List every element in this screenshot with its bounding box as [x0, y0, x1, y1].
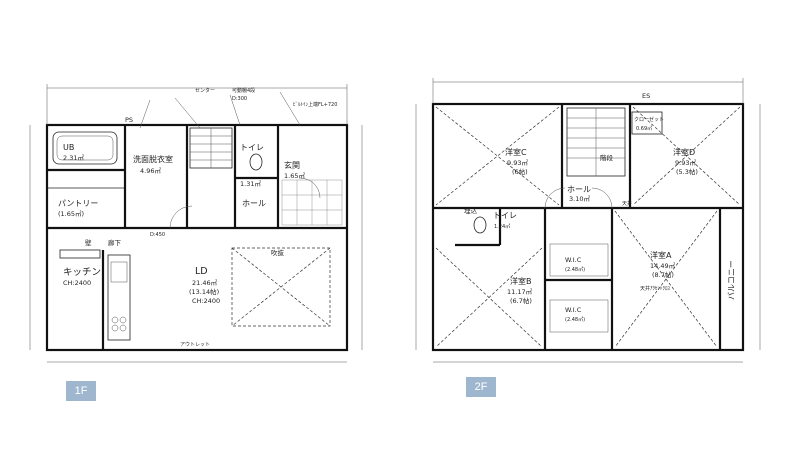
2f-room-d-jo: (5.3帖) [676, 167, 698, 176]
1f-room-ld-area: 21.46㎡ [192, 278, 218, 287]
2f-closet-label: クローゼット [634, 116, 664, 123]
2f-outer-wall [431, 102, 745, 352]
2f-room-a-label: 洋室A [650, 250, 672, 260]
2f-room-hall-label: ホール [567, 185, 591, 194]
2f-note-ceiling: 天井ｱｸｾﾝﾄｸﾛｽ [640, 285, 671, 292]
1f-room-toilet-label: トイレ [240, 143, 264, 152]
1f-note-d300: D:300 [232, 96, 247, 102]
2f-closet-box [631, 111, 663, 135]
1f-room-genkan-label: 玄関 [284, 160, 300, 170]
1f-room-ld-jo: (13.14帖) [189, 287, 219, 296]
floor-1f-badge: 1F [66, 381, 96, 401]
2f-room-d-area: 9.93㎡ [675, 158, 696, 167]
1f-outer-wall [45, 123, 349, 352]
1f-note-outlet: アウトレット [180, 341, 210, 348]
2f-uchi-label: 埋込 [464, 206, 478, 215]
stair-2f-icon [566, 107, 626, 177]
2f-room-a-jo: (8.7帖) [652, 270, 674, 279]
1f-room-kitchen-label: キッチン [63, 267, 101, 278]
1f-note-ps: PS [125, 116, 133, 124]
door-arc-1f [169, 205, 193, 229]
floor-2f-plan: 洋室C 9.93㎡ (6帖) 洋室D 9.93㎡ (5.3帖) ホール 3.10… [415, 78, 761, 363]
void-fukinuke-1f [231, 247, 331, 327]
2f-room-d-label: 洋室D [673, 147, 695, 157]
kitchen-counter [107, 254, 131, 341]
2f-room-b-area: 11.17㎡ [507, 287, 533, 296]
1f-note-builtin: ﾋﾞﾙﾄｲﾝ上端FL+720 [293, 101, 337, 108]
2f-balcony-label: バルコニー [727, 260, 736, 300]
floor-2f-badge: 2F [466, 377, 496, 397]
toilet-1f-icon [249, 153, 263, 171]
2f-room-toilet-label: トイレ [493, 211, 517, 220]
1f-corridor-label: 廊下 [108, 238, 122, 247]
1f-room-toilet-area: 1.31㎡ [240, 179, 261, 188]
2f-room-toilet-area: 1.24㎡ [494, 223, 510, 230]
1f-note-shelf: 可動棚4段 [232, 87, 255, 94]
2f-stair-label: 階段 [600, 153, 614, 162]
genkan-tile-grid [281, 179, 343, 226]
1f-room-ld-label: LD [195, 266, 208, 277]
2f-room-c-label: 洋室C [505, 147, 527, 157]
1f-room-hall-label: ホール [242, 199, 266, 208]
2f-wic-2-area: (2.48㎡) [565, 316, 585, 323]
2f-room-b-jo: (6.7帖) [510, 296, 532, 305]
2f-es-label: ES [642, 92, 650, 100]
floor-1f-plan: UB 2.31㎡ 洗面脱衣室 4.96㎡ パントリー (1.65㎡) トイレ 1… [29, 84, 363, 363]
1f-wall-label: 壁 [85, 238, 92, 247]
1f-room-ub-area: 2.31㎡ [63, 153, 84, 162]
2f-wic-2-label: W.I.C [565, 306, 582, 314]
bathtub-icon [52, 131, 118, 165]
wic-2-box [549, 299, 609, 333]
stair-1f-icon [189, 127, 233, 169]
2f-wic-1-area: (2.48㎡) [565, 266, 585, 273]
1f-note-d450: D:450 [150, 232, 165, 238]
1f-room-senmen-area: 4.96㎡ [140, 166, 161, 175]
toilet-2f-icon [473, 216, 487, 234]
1f-room-pantry-area: (1.65㎡) [58, 209, 84, 218]
2f-closet-area: 0.69㎡ [636, 125, 652, 132]
2f-wic-1-label: W.I.C [565, 256, 582, 264]
door-arc-2f [544, 187, 566, 209]
1f-room-ub-label: UB [63, 143, 74, 152]
2f-note-ch: 天井 [622, 200, 632, 207]
1f-room-pantry-label: パントリー [58, 199, 98, 208]
2f-room-c-area: 9.93㎡ [507, 158, 528, 167]
1f-void-label: 吹抜 [271, 248, 285, 257]
1f-room-genkan-area: 1.65㎡ [284, 171, 305, 180]
2f-room-b-label: 洋室B [510, 276, 532, 286]
1f-room-senmen-label: 洗面脱衣室 [133, 154, 173, 164]
2f-room-c-jo: (6帖) [512, 167, 528, 176]
1f-note-center: センター [195, 87, 215, 94]
wic-1-box [549, 243, 609, 277]
1f-room-kitchen-ch: CH:2400 [63, 279, 91, 287]
2f-room-hall-area: 3.10㎡ [569, 194, 590, 203]
2f-room-a-area: 14.49㎡ [650, 261, 676, 270]
1f-room-ld-ch: CH:2400 [192, 297, 220, 305]
